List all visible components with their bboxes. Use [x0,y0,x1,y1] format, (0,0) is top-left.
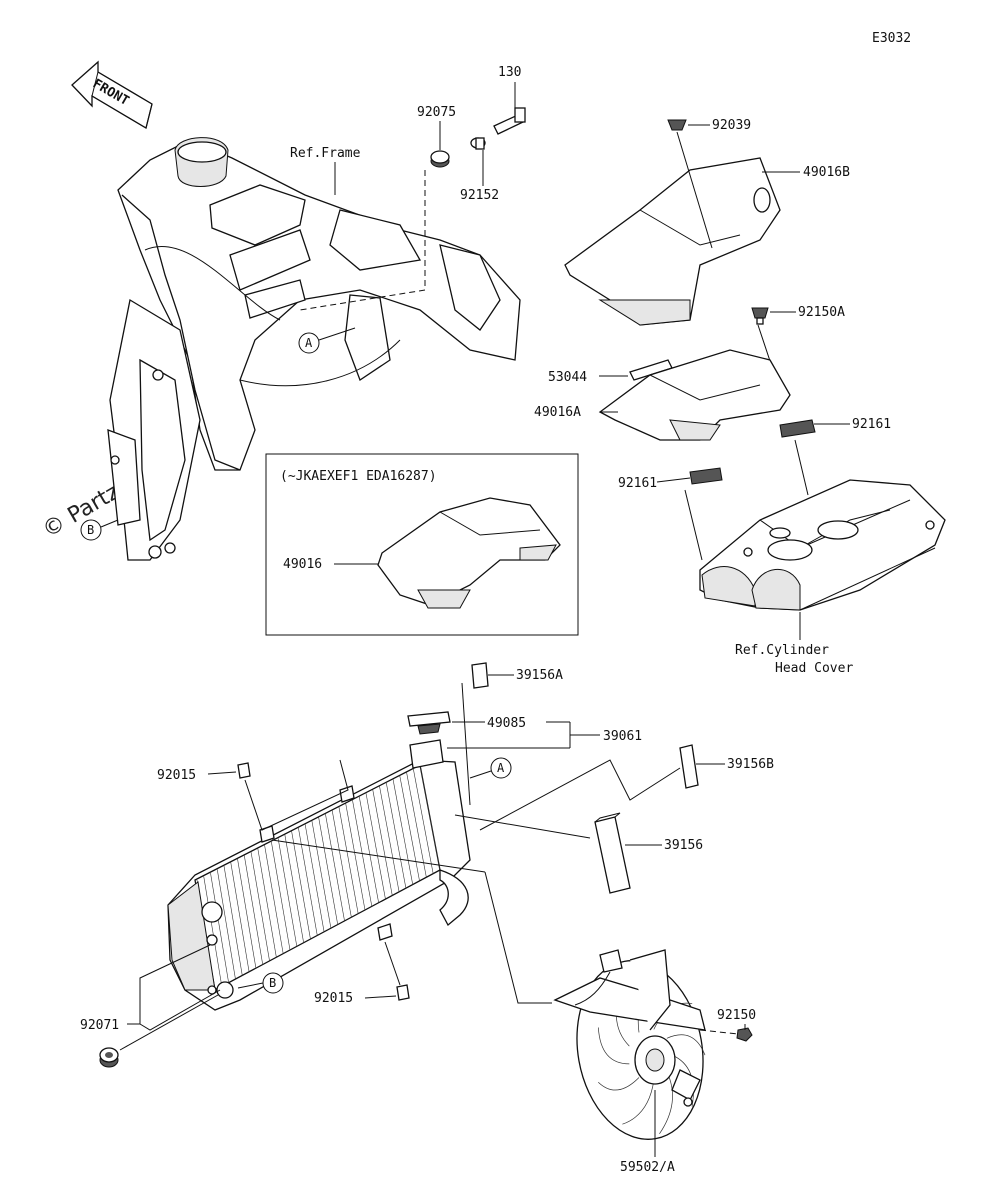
part-label-49016: 49016 [283,557,322,572]
part-label-92039: 92039 [712,118,751,133]
clip-92015-top [237,762,251,779]
inset-title: (~JKAEXEF1 EDA16287) [280,469,437,484]
part-label-92152: 92152 [460,188,499,203]
pad-92161-left [689,467,723,485]
clip-92015-bottom [396,984,410,1001]
part-label-59502A: 59502/A [620,1160,675,1175]
bolt-130 [493,107,526,135]
part-label-39156: 39156 [664,838,703,853]
svg-text:B: B [87,523,94,537]
inset-box: (~JKAEXEF1 EDA16287) 49016 [265,453,579,636]
part-label-49085: 49085 [487,716,526,731]
clip-92039 [667,119,687,131]
pad-92161-right [779,419,816,438]
diagram-code: E3032 [872,31,911,46]
part-label-39156B: 39156B [727,757,774,772]
callout-a-mid: A [469,757,512,779]
foam-39156B [679,744,699,789]
part-label-92150: 92150 [717,1008,756,1023]
part-label-92015-top: 92015 [157,768,196,783]
callout-a-top: A [298,327,356,354]
part-label-53044: 53044 [548,370,587,385]
part-label-49016B: 49016B [803,165,850,180]
foam-39156A [471,662,489,689]
svg-text:A: A [305,336,313,350]
collar-92152 [470,137,486,150]
part-label-92015-bottom: 92015 [314,991,353,1006]
part-label-130: 130 [498,65,521,80]
svg-text:B: B [269,976,276,990]
part-label-92071: 92071 [80,1018,119,1033]
svg-text:A: A [497,761,505,775]
nut-92150 [736,1027,753,1042]
callout-b-bottom: B [237,972,284,994]
ref-frame-label: Ref.Frame [290,146,361,161]
part-label-92150A: 92150A [798,305,845,320]
part-label-92075: 92075 [417,105,456,120]
front-arrow-icon: FRONT [71,60,153,130]
ref-cylinder-label-line1: Ref.Cylinder [735,643,829,658]
fan-59502A [553,949,706,1140]
part-label-92161-right: 92161 [852,417,891,432]
callout-b-left: B [80,519,119,541]
cover-49016A [598,349,791,441]
grommet-92075 [430,150,450,168]
frame-drawing [107,137,521,561]
cap-49085 [407,711,451,735]
cylinder-head-cover [699,479,946,611]
radiator [167,739,471,1011]
ref-cylinder-label-line2: Head Cover [775,661,853,676]
cover-49016B [564,157,781,326]
part-label-39156A: 39156A [516,668,563,683]
bolt-92150A [751,307,769,325]
foam-39156 [594,812,631,894]
grommet-92071 [99,1047,119,1068]
part-label-49016A: 49016A [534,405,581,420]
part-label-39061: 39061 [603,729,642,744]
part-label-92161-left: 92161 [618,476,657,491]
